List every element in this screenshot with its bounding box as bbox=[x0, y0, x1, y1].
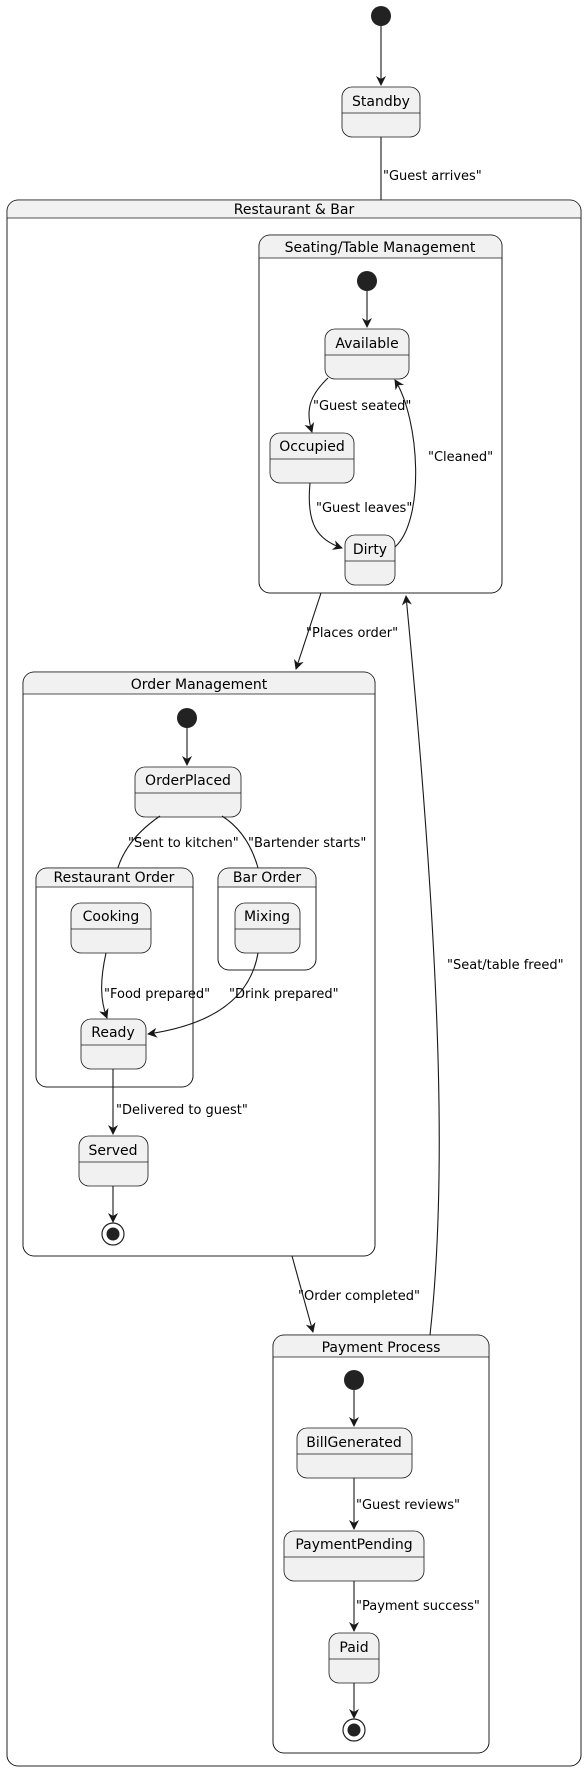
final-state-payment bbox=[342, 1718, 366, 1742]
state-cooking: Cooking bbox=[70, 902, 152, 954]
state-standby: Standby bbox=[341, 86, 421, 138]
composite-title: Restaurant Order bbox=[54, 870, 175, 886]
state-label: Served bbox=[88, 1143, 137, 1159]
edge-drink-prepared bbox=[147, 952, 259, 1038]
state-billgenerated: BillGenerated bbox=[296, 1427, 413, 1479]
state-label: Available bbox=[335, 336, 398, 352]
edge-label: "Guest arrives" bbox=[383, 169, 482, 184]
state-occupied: Occupied bbox=[269, 432, 355, 484]
edge-cleaned bbox=[394, 379, 417, 548]
edge-places-order bbox=[294, 592, 322, 670]
initial-state-seating bbox=[357, 271, 377, 291]
edge-label: "Places order" bbox=[306, 626, 398, 641]
initial-state-order bbox=[177, 708, 197, 728]
edge-label: "Guest seated" bbox=[313, 399, 411, 414]
composite-title: Seating/Table Management bbox=[285, 240, 476, 256]
edge-food-prepared bbox=[99, 952, 109, 1019]
initial-state-top bbox=[371, 6, 391, 26]
state-label: Ready bbox=[91, 1025, 134, 1041]
state-label: Occupied bbox=[279, 439, 345, 455]
state-label: BillGenerated bbox=[306, 1435, 402, 1451]
state-label: PaymentPending bbox=[295, 1537, 412, 1553]
edge-guest-seated bbox=[304, 377, 329, 433]
state-label: Paid bbox=[339, 1640, 368, 1656]
state-label: Mixing bbox=[244, 909, 290, 925]
state-dirty: Dirty bbox=[344, 534, 396, 586]
state-served: Served bbox=[78, 1135, 149, 1187]
composite-title: Payment Process bbox=[322, 1340, 441, 1356]
state-ready: Ready bbox=[80, 1018, 147, 1070]
state-paymentpending: PaymentPending bbox=[283, 1530, 425, 1582]
composite-seating: Seating/Table Management bbox=[258, 234, 503, 594]
edge-label: "Guest leaves" bbox=[316, 501, 412, 516]
edge-label: "Guest reviews" bbox=[356, 1498, 460, 1513]
edge-label: "Food prepared" bbox=[104, 987, 210, 1002]
edge-label: "Seat/table freed" bbox=[447, 958, 564, 973]
composite-title: Bar Order bbox=[233, 870, 301, 886]
composite-order-management: Order Management bbox=[22, 671, 376, 1257]
state-label: Standby bbox=[352, 94, 410, 110]
edge-label: "Drink prepared" bbox=[229, 987, 339, 1002]
edge-order-completed bbox=[291, 1255, 316, 1333]
composite-title: Restaurant & Bar bbox=[234, 202, 355, 218]
state-paid: Paid bbox=[328, 1632, 380, 1684]
edge-label: "Bartender starts" bbox=[248, 836, 366, 851]
edge-table-freed bbox=[401, 595, 440, 1336]
state-label: Dirty bbox=[353, 542, 387, 558]
composite-title: Order Management bbox=[131, 677, 268, 693]
state-mixing: Mixing bbox=[234, 902, 301, 954]
edge-label: "Payment success" bbox=[356, 1599, 480, 1614]
edge-label: "Cleaned" bbox=[428, 450, 493, 465]
state-available: Available bbox=[324, 328, 410, 380]
initial-state-payment bbox=[344, 1370, 364, 1390]
edge-label: "Sent to kitchen" bbox=[128, 836, 239, 851]
state-label: OrderPlaced bbox=[145, 773, 231, 789]
edge-label: "Order completed" bbox=[298, 1289, 420, 1304]
state-orderplaced: OrderPlaced bbox=[134, 766, 242, 818]
edge-label: "Delivered to guest" bbox=[116, 1103, 248, 1118]
state-label: Cooking bbox=[83, 909, 140, 925]
edge-guest-leaves bbox=[308, 482, 343, 550]
final-state-order bbox=[101, 1222, 125, 1246]
